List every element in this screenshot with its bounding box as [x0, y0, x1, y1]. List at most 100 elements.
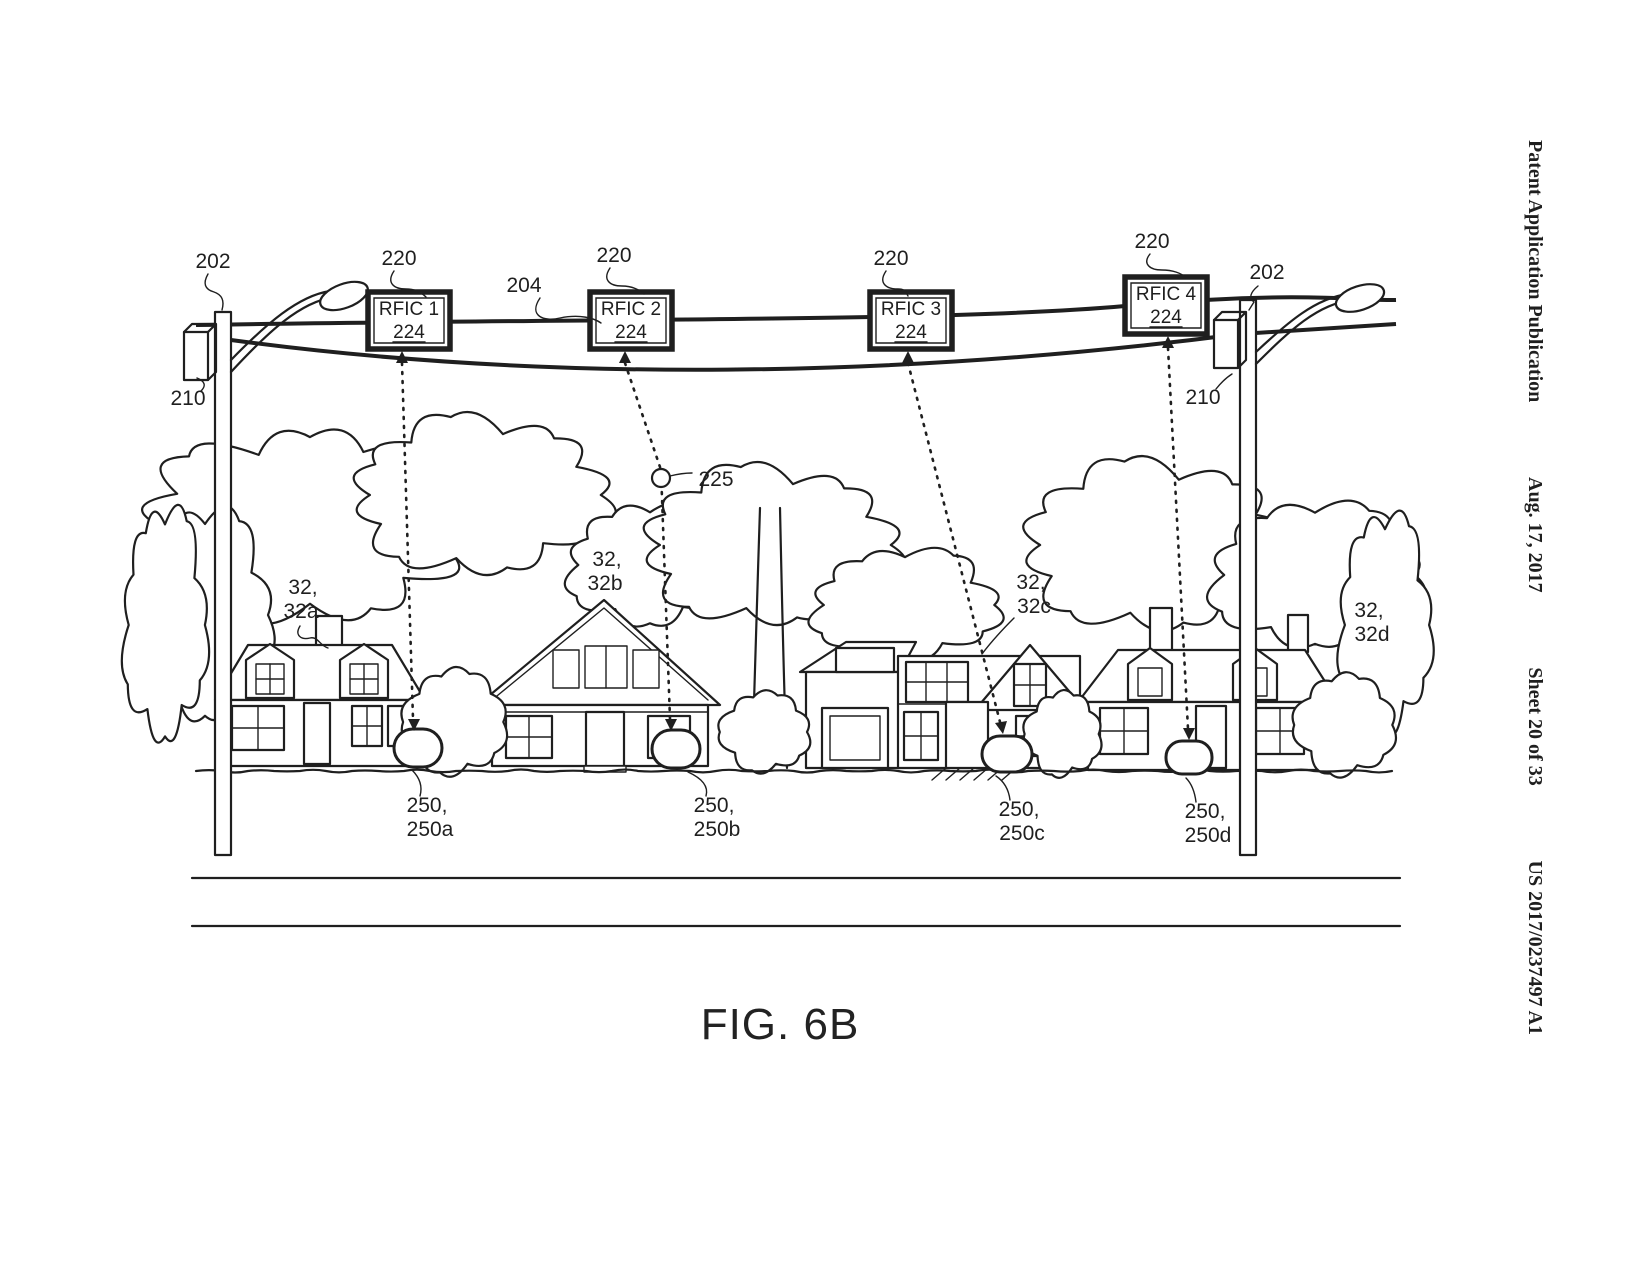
leader [197, 378, 204, 391]
dormer [836, 648, 894, 672]
bush-icon [718, 690, 810, 773]
window [553, 650, 579, 688]
rfic-2: RFIC 2 224 [590, 292, 672, 349]
rfic-1: RFIC 1 224 [368, 292, 450, 349]
ref-250a: 250a [407, 818, 454, 841]
window-grid [1014, 664, 1046, 706]
ref-250d: 250d [1185, 824, 1232, 847]
tree-icon [122, 505, 209, 743]
leader [1186, 778, 1196, 802]
arrow-down-icon [1183, 728, 1195, 740]
leader [607, 268, 644, 294]
rfic-2-label: RFIC 2 [601, 299, 661, 320]
rfic-3: RFIC 3 224 [870, 292, 952, 349]
tree-icon [354, 412, 616, 575]
ref-250b: 250b [694, 818, 741, 841]
ref-204: 204 [506, 274, 541, 297]
arrow-up-icon [902, 351, 914, 363]
ref-250c: 250c [999, 822, 1045, 845]
subscriber-devices [394, 729, 1212, 774]
reference-labels: 202 202 210 210 204 220 220 220 220 225 … [170, 230, 1389, 847]
drop-line-4 [1168, 348, 1188, 729]
window [633, 650, 659, 688]
ref-32b: 32, [592, 548, 621, 571]
drop-line-2 [625, 363, 670, 719]
leader [205, 274, 223, 310]
ref-250d: 250, [1185, 800, 1226, 823]
ref-250b: 250, [694, 794, 735, 817]
rfic-4-label: RFIC 4 [1136, 284, 1197, 305]
lamp-arm [231, 297, 334, 372]
door [304, 703, 330, 764]
ref-220: 220 [596, 244, 631, 267]
equipment-box-210-right [1214, 312, 1246, 368]
leader [688, 772, 707, 796]
bushes [401, 667, 1396, 778]
dormer [1128, 648, 1172, 700]
arrow-down-icon [995, 721, 1007, 734]
ref-32c: 32, [1016, 571, 1045, 594]
ref-32d: 32, [1354, 599, 1383, 622]
leader [391, 271, 426, 297]
equipment-box-210-left [184, 324, 216, 380]
device-250d [1166, 741, 1212, 774]
device-250c [982, 736, 1032, 772]
ref-32a: 32a [283, 600, 318, 623]
ref-210-right: 210 [1185, 386, 1220, 409]
dormer [246, 644, 294, 698]
ref-202-right: 202 [1249, 261, 1284, 284]
leader [536, 298, 601, 323]
leader [412, 770, 421, 796]
cable-204-top [196, 297, 1396, 325]
pole-202-right [1240, 300, 1256, 855]
arrow-down-icon [665, 719, 677, 731]
window-mullion [506, 716, 552, 758]
arrow-up-icon [396, 351, 408, 363]
chimney [1288, 615, 1308, 652]
rfic-1-label: RFIC 1 [379, 299, 439, 320]
ref-225: 225 [698, 468, 733, 491]
ref-32c: 32c [1017, 595, 1051, 618]
rfic-3-ref: 224 [895, 322, 927, 343]
leader-225 [670, 473, 692, 476]
ref-220: 220 [873, 247, 908, 270]
street-lines [192, 878, 1400, 926]
window-mullion [1100, 708, 1148, 754]
lamp-arm [231, 291, 330, 360]
ref-250c: 250, [999, 798, 1040, 821]
lamp-arm [1256, 294, 1348, 352]
street-lamp-icon [316, 276, 371, 316]
window-mullion [232, 706, 284, 750]
leader [1147, 254, 1186, 278]
garage-door [822, 708, 888, 768]
tree-icon [808, 548, 1003, 661]
roof-inner-line [492, 608, 708, 700]
dormer [340, 644, 388, 698]
rfic-4: RFIC 4 224 [1125, 277, 1207, 334]
leader [982, 618, 1014, 654]
wireless-drop-links [396, 336, 1195, 740]
arrow-up-icon [619, 351, 631, 363]
drop-line-3 [908, 363, 1000, 722]
left-utility-pole [184, 276, 372, 855]
arrow-down-icon [408, 719, 420, 731]
ref-32b: 32b [587, 572, 622, 595]
street-lamp-icon [1333, 279, 1388, 317]
figure-caption: FIG. 6B [700, 1000, 860, 1049]
roof [1078, 650, 1338, 702]
right-utility-pole [1214, 279, 1387, 855]
chimney [1150, 608, 1172, 652]
leader [883, 271, 908, 296]
leader [298, 626, 328, 648]
ref-32d: 32d [1354, 623, 1389, 646]
leader [1249, 286, 1258, 310]
leader [996, 776, 1010, 800]
window-grid [906, 662, 968, 702]
ref-250a: 250, [407, 794, 448, 817]
window-mullion [352, 706, 382, 746]
bush-icon [1293, 672, 1396, 777]
bush-icon [1023, 690, 1101, 778]
drop-line-1 [402, 363, 413, 719]
